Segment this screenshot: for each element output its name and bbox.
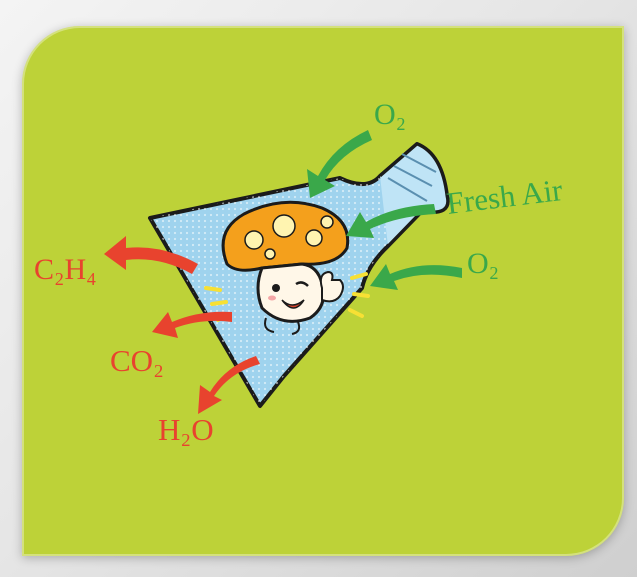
arrow-h2o (198, 356, 260, 414)
thumbs-up-hand (319, 270, 344, 303)
inflow-arrows (307, 130, 462, 290)
diagram-panel: O₂ Fresh Air O₂ C₂H₄ CO₂ H₂O (22, 26, 624, 556)
label-co2: CO₂ (110, 343, 164, 378)
arrow-o2-right (370, 264, 462, 290)
arrow-o2-top (307, 130, 372, 198)
label-c2h4: C₂H₄ (34, 253, 97, 286)
label-o2-right: O₂ (467, 247, 499, 280)
mushroom-face (256, 262, 325, 323)
arrow-co2 (152, 311, 232, 338)
label-fresh-air: Fresh Air (445, 172, 565, 221)
arrow-c2h4 (104, 236, 198, 274)
label-h2o: H₂O (158, 412, 214, 447)
arrow-fresh-air (346, 204, 436, 238)
label-o2-top: O₂ (374, 98, 406, 131)
breathable-bag-diagram: O₂ Fresh Air O₂ C₂H₄ CO₂ H₂O (34, 98, 565, 447)
outflow-arrows (104, 236, 260, 414)
mushroom-character (204, 200, 370, 335)
